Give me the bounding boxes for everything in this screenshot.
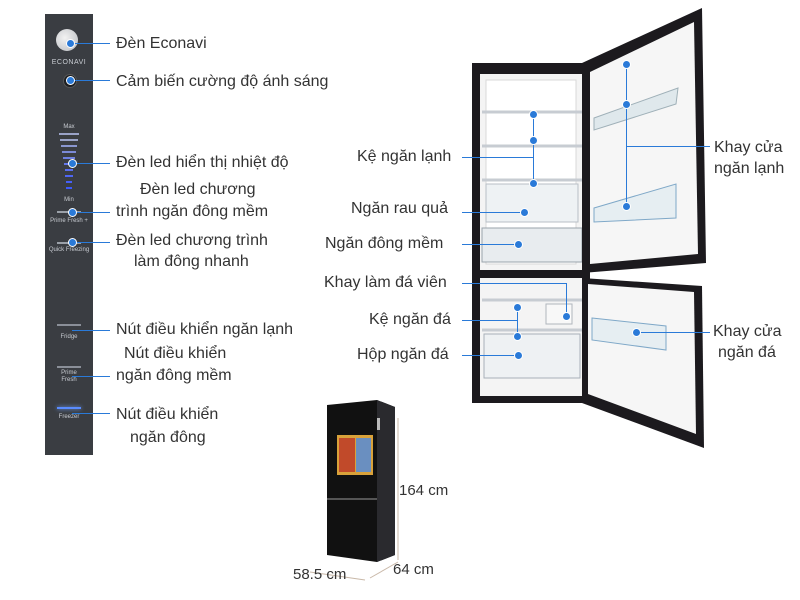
dot-freezer-box: [514, 351, 523, 360]
callout-soft-freeze-led-1: Đèn led chương: [140, 181, 256, 198]
dot-fridge-shelf-1: [529, 110, 538, 119]
leader-freezer-button: [72, 413, 110, 414]
dot-soft-freeze-led: [68, 208, 77, 217]
dot-econavi: [66, 39, 75, 48]
leader-veg-drawer: [462, 212, 524, 213]
leader-soft-freeze-button: [72, 376, 110, 377]
callout-soft-freeze-led-2: trình ngăn đông mềm: [116, 203, 269, 220]
leader-econavi: [70, 43, 110, 44]
fridge-label: Fridge: [60, 334, 78, 340]
callout-econavi-light: Đèn Econavi: [116, 35, 207, 52]
dimension-depth: 64 cm: [393, 561, 434, 578]
dot-freezer-shelf-1: [513, 303, 522, 312]
callout-freezer-button-1: Nút điều khiển: [116, 406, 219, 423]
callout-freezer-button-2: ngăn đông: [130, 429, 206, 446]
dot-veg-drawer: [520, 208, 529, 217]
callout-quick-freeze-led-1: Đèn led chương trình: [116, 232, 268, 249]
dot-quick-freeze-led: [68, 238, 77, 247]
leader-fridge-door-tray: [626, 146, 710, 147]
freezer-button[interactable]: [57, 407, 81, 409]
leader-soft-freeze-led: [72, 212, 110, 213]
dimension-height: 164 cm: [399, 482, 449, 499]
leader-quick-freeze-led: [72, 242, 110, 243]
callout-fridge-button: Nút điều khiển ngăn lạnh: [116, 321, 294, 338]
dot-fridge-shelf-3: [529, 179, 538, 188]
leader-freezer-box: [462, 355, 518, 356]
leader-light-sensor: [70, 80, 110, 81]
leader-fridge-button: [72, 330, 110, 331]
callout-light-sensor: Cảm biến cường độ ánh sáng: [116, 73, 329, 90]
callout-soft-freeze-button-1: Nút điều khiển: [124, 345, 227, 362]
leader-freezer-shelf: [462, 320, 518, 321]
callout-veg-drawer: Ngăn rau quả: [351, 200, 448, 217]
econavi-brand-label: ECONAVI: [51, 59, 87, 66]
callout-fridge-door-tray-1: Khay cửa: [714, 139, 783, 156]
leader-freezer-shelf-vert: [517, 306, 518, 336]
callout-quick-freeze-led-2: làm đông nhanh: [134, 253, 249, 270]
min-label: Min: [64, 197, 74, 203]
callout-soft-freeze-button-2: ngăn đông mềm: [116, 367, 232, 384]
freezer-label: Freezer: [58, 414, 80, 420]
leader-temp-led: [72, 163, 110, 164]
open-fridge-illustration: [470, 8, 710, 448]
dot-soft-freeze-drawer: [514, 240, 523, 249]
leader-ice-tray: [462, 283, 566, 284]
leader-fridge-door-tray-vert: [626, 62, 627, 208]
dot-freezer-door: [632, 328, 641, 337]
callout-freezer-door-tray-2: ngăn đá: [718, 344, 776, 361]
dot-fridge-door-1: [622, 60, 631, 69]
callout-freezer-door-tray-1: Khay cửa: [713, 323, 782, 340]
callout-ice-tray: Khay làm đá viên: [324, 274, 447, 291]
dot-temp-led: [68, 159, 77, 168]
quick-freezing-label: Quick Freezing: [48, 247, 90, 253]
dot-fridge-door-3: [622, 202, 631, 211]
dimension-width: 58.5 cm: [293, 566, 347, 583]
dot-light-sensor: [66, 76, 75, 85]
leader-fridge-shelf-vert: [533, 113, 534, 185]
dot-fridge-shelf-2: [529, 136, 538, 145]
leader-soft-freeze-drawer: [462, 244, 518, 245]
dot-fridge-door-2: [622, 100, 631, 109]
callout-soft-freeze-drawer: Ngăn đông mềm: [325, 235, 444, 252]
leader-ice-tray-vert: [566, 283, 567, 315]
dot-ice-tray: [562, 312, 571, 321]
leader-fridge-shelf: [462, 157, 534, 158]
leader-freezer-door-tray: [636, 332, 710, 333]
max-label: Max: [63, 124, 75, 130]
callout-freezer-shelf: Kệ ngăn đá: [369, 311, 451, 328]
callout-freezer-box: Hộp ngăn đá: [357, 346, 449, 363]
prime-fresh-button[interactable]: [57, 366, 81, 368]
callout-temp-led: Đèn led hiển thị nhiệt độ: [116, 154, 289, 171]
fridge-button[interactable]: [57, 324, 81, 326]
callout-fridge-door-tray-2: ngăn lạnh: [714, 160, 785, 177]
dot-freezer-shelf-2: [513, 332, 522, 341]
fridge-thumbnail: [315, 395, 435, 575]
dimension-lines: [309, 418, 399, 581]
prime-fresh-plus-label: Prime Fresh +: [50, 218, 88, 224]
prime-fresh-label-1: Prime: [61, 370, 77, 376]
callout-fridge-shelf: Kệ ngăn lạnh: [357, 148, 452, 165]
prime-fresh-label-2: Fresh: [61, 377, 77, 383]
